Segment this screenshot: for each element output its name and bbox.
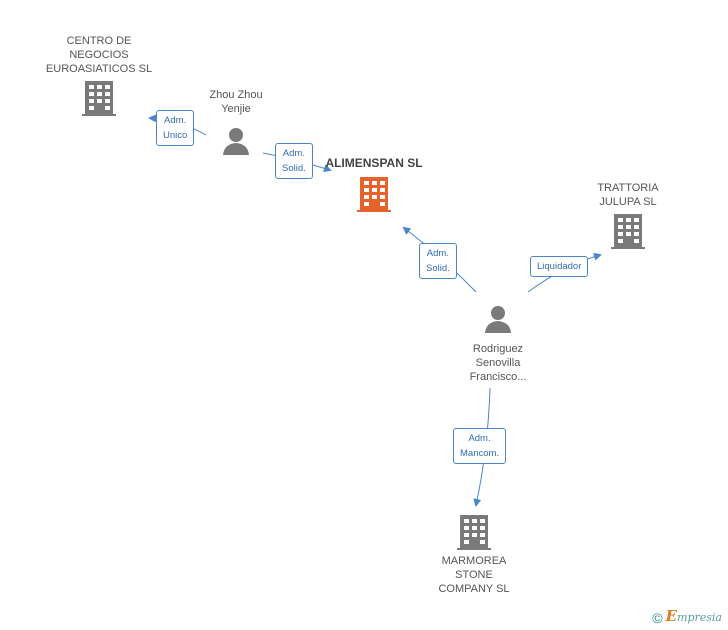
role-badge-adm-solid-zhou[interactable]: Adm. Solid. — [275, 143, 313, 179]
node-label: MARMOREA STONE COMPANY SL — [438, 555, 510, 595]
empresia-watermark: © Empresia — [652, 607, 722, 626]
copyright-icon: © — [652, 610, 663, 626]
building-icon — [357, 177, 391, 212]
node-centro-de-negocios[interactable]: CENTRO DE NEGOCIOS EUROASIATICOS SL — [40, 34, 158, 116]
node-zhou-zhou-yenjie[interactable]: Zhou Zhou Yenjie — [196, 88, 276, 156]
role-badge-liquidador[interactable]: Liquidador — [530, 256, 589, 277]
node-rodriguez-senovilla[interactable]: Rodriguez Senovilla Francisco... — [450, 304, 546, 384]
node-trattoria-julupa[interactable]: TRATTORIA JULUPA SL — [584, 181, 672, 249]
node-marmorea-stone[interactable]: MARMOREA STONE COMPANY SL — [426, 514, 522, 596]
node-label: Zhou Zhou Yenjie — [209, 89, 263, 115]
node-label: Rodriguez Senovilla Francisco... — [469, 343, 527, 383]
person-icon — [485, 306, 511, 333]
node-label: TRATTORIA JULUPA SL — [597, 182, 659, 208]
node-label: CENTRO DE NEGOCIOS EUROASIATICOS SL — [45, 35, 153, 75]
person-icon — [223, 128, 249, 155]
role-badge-adm-mancom[interactable]: Adm. Mancom. — [453, 428, 507, 464]
role-badge-adm-solid-rodriguez[interactable]: Adm. Solid. — [419, 243, 457, 279]
node-alimenspan[interactable]: ALIMENSPAN SL — [318, 156, 430, 212]
node-label: ALIMENSPAN SL — [325, 156, 423, 170]
brand-logo: Empresia — [665, 606, 722, 625]
building-icon — [611, 214, 645, 249]
building-icon — [82, 81, 116, 116]
building-icon — [457, 515, 491, 550]
role-badge-adm-unico[interactable]: Adm. Unico — [156, 110, 195, 146]
